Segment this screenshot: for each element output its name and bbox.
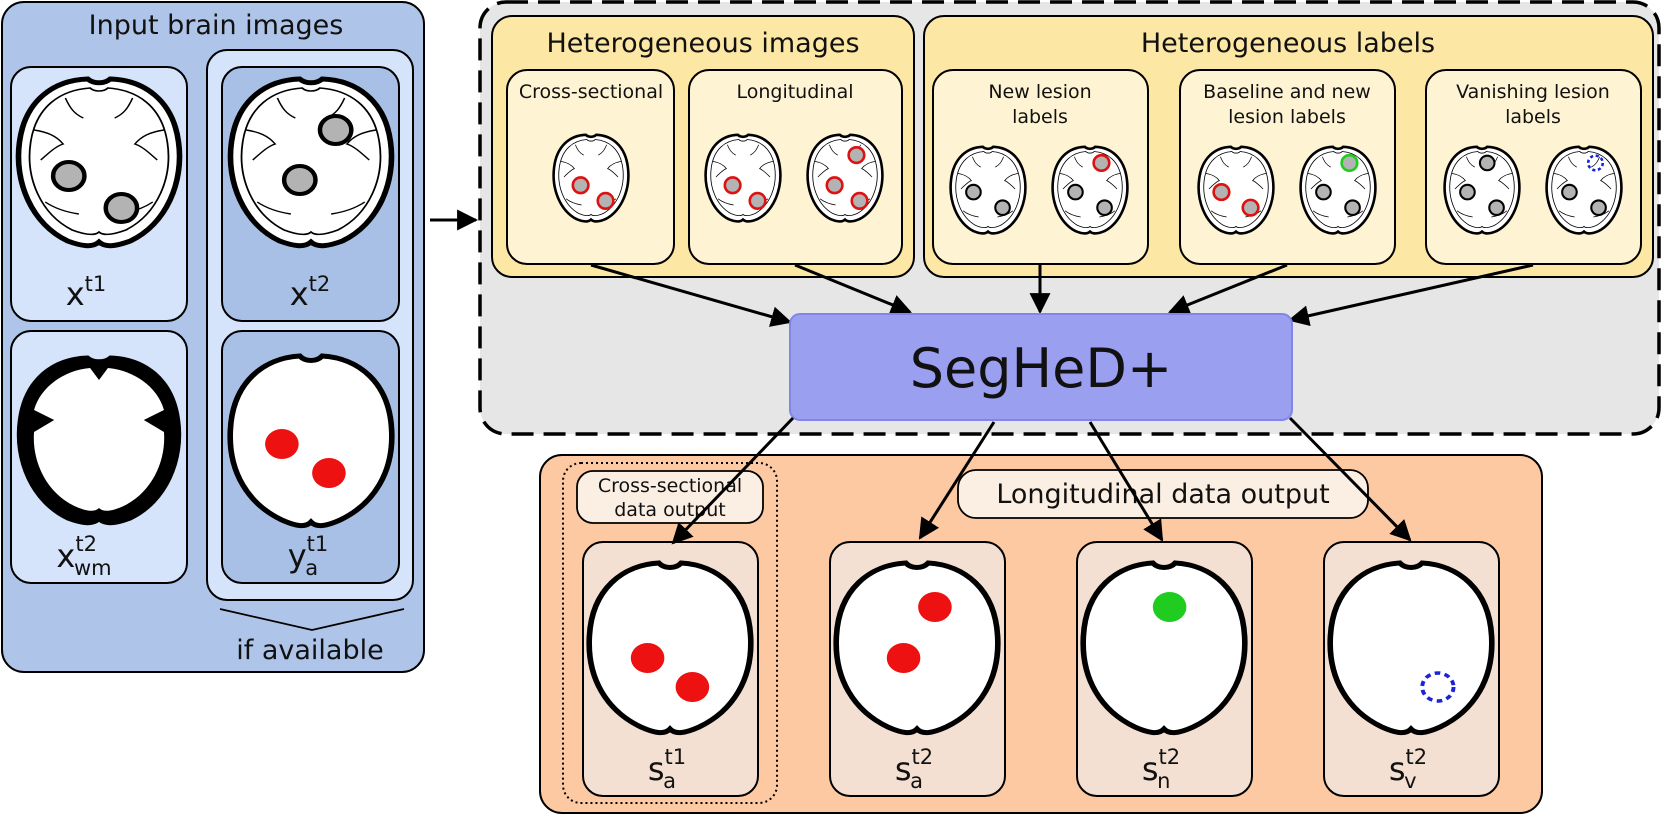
arrow-model-to-s-t2-n: [1088, 421, 1164, 542]
brain-baseline-t2: [1299, 145, 1377, 235]
arrow-model-to-s-t2-a: [918, 421, 996, 540]
s-t2-v-sup: t2: [1406, 745, 1428, 769]
brain-new-lesion-t2: [1051, 145, 1129, 235]
y-t1-a-base: y: [288, 537, 307, 575]
cross-sectional-output-line2: data output: [614, 499, 726, 521]
vanishing-label-line2: labels: [1505, 106, 1561, 128]
y-t1-a-sub: a: [305, 556, 318, 580]
arrow-longitudinal-to-model: [794, 263, 912, 315]
brain-x-t2-wm: [16, 355, 182, 526]
svg-text:xt1: xt1: [66, 272, 107, 313]
heterogeneous-images-title: Heterogeneous images: [546, 28, 859, 59]
arrow-model-to-s-t1-a: [671, 416, 795, 545]
s-t2-a-base: s: [895, 750, 912, 788]
brain-s-t2-a: [836, 563, 998, 733]
input-panel-title: Input brain images: [89, 10, 344, 41]
brain-baseline-t1: [1197, 145, 1275, 235]
s-t2-a-sub: a: [910, 769, 923, 793]
s-t2-n-sub: n: [1157, 769, 1170, 793]
x-t1-base: x: [66, 275, 85, 313]
s-t2-n-base: s: [1142, 750, 1159, 788]
model-block: SegHeD+: [789, 313, 1293, 421]
brain-new-lesion-t1: [949, 145, 1027, 235]
longitudinal-output-tag: [957, 469, 1369, 519]
baseline-new-label-line1: Baseline and new: [1203, 81, 1371, 103]
cross-sectional-output-line1: Cross-sectional: [598, 475, 742, 497]
longitudinal-output-label: Longitudinal data output: [996, 479, 1329, 510]
brace-if-available: [219, 608, 405, 631]
s-t2-a-sup: t2: [912, 745, 934, 769]
brain-x-t2: [230, 79, 391, 246]
x-t1-sup: t1: [85, 272, 107, 296]
s-t2-n-sup: t2: [1159, 745, 1181, 769]
s-t1-a-sup: t1: [665, 745, 687, 769]
brain-s-t2-v: [1330, 563, 1492, 733]
s-t2-v-sub: v: [1404, 769, 1416, 793]
brain-vanishing-t1: [1443, 145, 1521, 235]
output-panel: Cross-sectional data output Longitudinal…: [539, 454, 1543, 814]
s-t1-a-base: s: [648, 750, 665, 788]
vanishing-label-line1: Vanishing lesion: [1456, 81, 1610, 103]
baseline-new-label-line2: lesion labels: [1228, 106, 1346, 128]
heterogeneous-images-group: Heterogeneous images Cross-sectional Lon…: [491, 15, 915, 278]
x-t2-sup: t2: [309, 272, 331, 296]
arrow-baseline-to-model: [1168, 263, 1288, 315]
cross-sectional-label: Cross-sectional: [519, 81, 663, 103]
longitudinal-label: Longitudinal: [736, 81, 853, 103]
if-available-label: if available: [236, 635, 383, 666]
brain-longitudinal-t1: [704, 133, 782, 223]
cross-sectional-output-group: [562, 462, 778, 804]
heterogeneous-labels-title: Heterogeneous labels: [1141, 28, 1435, 59]
brain-vanishing-t2: [1545, 145, 1623, 235]
heterogeneous-labels-group: Heterogeneous labels New lesion labels B…: [923, 15, 1654, 278]
brain-longitudinal-t2: [806, 133, 884, 223]
cross-sectional-output-tag: [576, 470, 764, 524]
x-t2-wm-base: x: [56, 537, 75, 575]
y-t1-a-sup: t1: [307, 532, 329, 556]
brain-x-t1: [18, 79, 179, 246]
new-lesion-label-line1: New lesion: [988, 81, 1091, 103]
arrow-model-to-s-t2-v: [1288, 416, 1412, 542]
arrow-cross-sectional-to-model: [590, 263, 793, 327]
brain-s-t2-n: [1083, 563, 1245, 733]
brain-y-t1-a: [230, 356, 392, 526]
x-t2-wm-sub: wm: [74, 556, 112, 580]
model-name: SegHeD+: [910, 337, 1172, 400]
s-t2-v-base: s: [1389, 750, 1406, 788]
x-t2-wm-sup: t2: [75, 532, 97, 556]
new-lesion-label-line2: labels: [1012, 106, 1068, 128]
arrow-vanishing-to-model: [1287, 263, 1534, 327]
x-t2-base: x: [290, 275, 309, 313]
brain-s-t1-a: [589, 563, 751, 733]
svg-text:xt2: xt2: [290, 272, 331, 313]
s-t1-a-sub: a: [663, 769, 676, 793]
brain-cross-sectional: [552, 133, 630, 223]
